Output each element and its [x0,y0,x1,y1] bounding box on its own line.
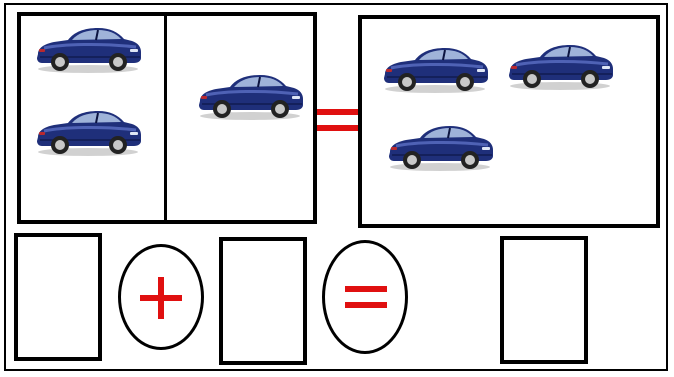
answer-box-total[interactable] [500,236,588,364]
parts-divider [164,16,167,220]
sports-car-icon [389,126,493,171]
equals-icon [345,286,387,308]
sports-car-icon [37,28,141,73]
sports-car-icon [199,75,303,120]
worksheet-border [4,3,668,371]
answer-box-2[interactable] [219,237,307,365]
plus-oval [118,244,204,350]
equals-icon [317,109,361,131]
answer-box-1[interactable] [14,233,102,361]
equals-oval [322,240,408,354]
total-box [358,15,660,228]
sports-car-icon [509,45,613,90]
sports-car-icon [384,48,488,93]
sports-car-icon [37,111,141,156]
plus-icon [140,277,182,319]
parts-box [17,12,317,224]
